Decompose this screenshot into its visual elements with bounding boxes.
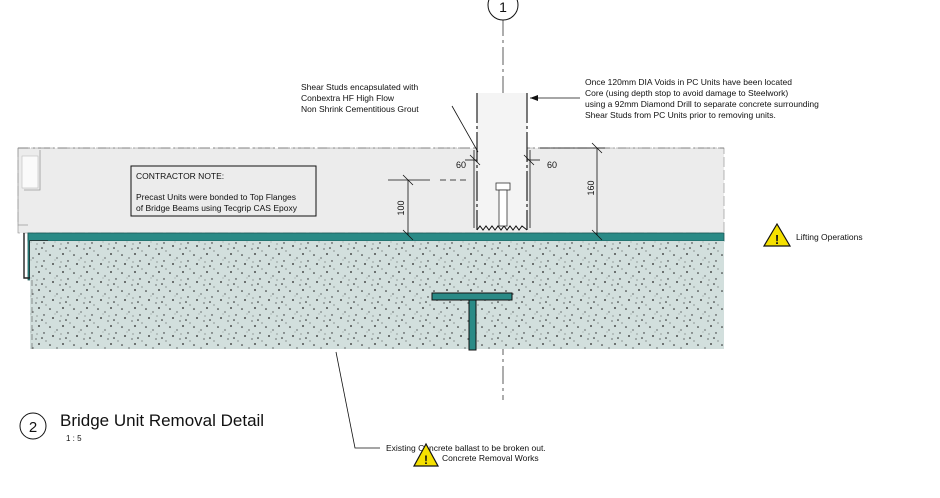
dimension-160-label: 160: [586, 180, 596, 195]
dimension-160: [540, 142, 605, 241]
voids-callout-line: using a 92mm Diamond Drill to separate c…: [585, 99, 819, 109]
precast-slab: [17, 147, 725, 234]
svg-text:!: !: [775, 232, 779, 247]
grid-marker-label: 1: [499, 0, 507, 15]
concrete-ballast: [30, 241, 724, 349]
shear-studs-callout-line: Non Shrink Cementitious Grout: [301, 104, 419, 114]
warning-icon: !: [412, 442, 440, 467]
shear-studs-callout-line: Shear Studs encapsulated with: [301, 82, 418, 92]
voids-callout-line: Shear Studs from PC Units prior to remov…: [585, 110, 776, 120]
dimension-60-left-label: 60: [456, 160, 466, 170]
detail-title: Bridge Unit Removal Detail: [60, 411, 264, 430]
contractor-note-line: of Bridge Beams using Tecgrip CAS Epoxy: [136, 203, 298, 213]
dimension-60-right-label: 60: [547, 160, 557, 170]
shear-studs-callout-line: Conbextra HF High Flow: [301, 93, 395, 103]
detail-scale: 1 : 5: [66, 434, 82, 443]
grid-marker: 1: [487, 0, 519, 21]
voids-callout-line: Core (using depth stop to avoid damage t…: [585, 88, 788, 98]
detail-number-circle: [19, 412, 47, 440]
dimension-100-label: 100: [396, 200, 406, 215]
dimension-60-right: [523, 150, 540, 228]
detail-number: 2: [29, 419, 37, 436]
stud-void: [476, 93, 528, 231]
contractor-note-box: [130, 165, 317, 217]
voids-callout-line: Once 120mm DIA Voids in PC Units have be…: [585, 77, 792, 87]
dimension-100: [388, 174, 470, 241]
slab-end-notch: [21, 155, 39, 189]
membrane-layer: [27, 232, 725, 242]
slab-end-detail: [17, 148, 41, 226]
ballast-leader: [335, 351, 380, 449]
contractor-note-line: Precast Units were bonded to Top Flanges: [136, 192, 296, 202]
lifting-operations-label: Lifting Operations: [796, 232, 863, 242]
concrete-removal-label: Concrete Removal Works: [442, 453, 539, 463]
ballast-callout: Existing Concrete ballast to be broken o…: [386, 443, 546, 453]
shear-stud: [495, 182, 511, 191]
dimension-60-left: [465, 150, 481, 228]
contractor-note-heading: CONTRACTOR NOTE:: [136, 171, 224, 181]
shear-studs-leader: [451, 105, 479, 153]
steel-beam: [431, 292, 513, 351]
svg-text:!: !: [424, 453, 428, 467]
warning-icon: !: [762, 222, 792, 247]
